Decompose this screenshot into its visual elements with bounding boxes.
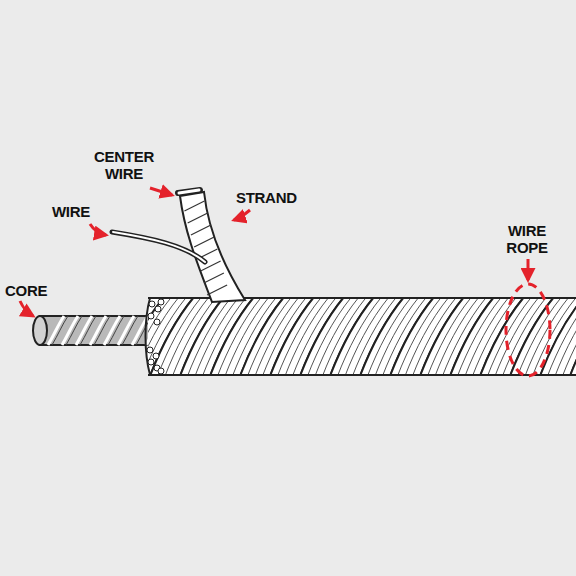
leader-arrows [20, 188, 550, 376]
core-stripe [118, 316, 134, 345]
wire-end [148, 359, 154, 365]
section-ellipse [506, 284, 550, 376]
strand-wire-line [204, 273, 224, 283]
wire-end [158, 299, 164, 305]
rope-end [146, 298, 165, 375]
wire-end [149, 301, 155, 307]
part-label: CORE [5, 282, 47, 299]
leader-arrow [527, 259, 530, 280]
strand-wire-line [207, 285, 227, 295]
strand-wire-line [194, 237, 214, 247]
rope-body [120, 297, 576, 376]
wire-end [147, 347, 153, 353]
part-label: WIRE [52, 203, 90, 220]
leader-arrow [234, 210, 250, 220]
wire-end [155, 306, 161, 312]
strand-wire-line [184, 201, 204, 211]
wire-end [153, 353, 159, 359]
core-stripe [62, 316, 78, 345]
strand-wire-line [548, 297, 576, 376]
strand-wire-line [188, 213, 208, 223]
rope-strand [570, 297, 576, 376]
leader-arrow [150, 188, 172, 195]
core-stripe [48, 316, 64, 345]
rope-strand [540, 297, 576, 376]
core-end [33, 316, 47, 345]
wire-outline [112, 232, 205, 262]
core-stripe [76, 316, 92, 345]
part-label: WIRE ROPE [500, 222, 554, 256]
wire-end [154, 319, 160, 325]
center-wire-outline [178, 190, 200, 193]
leader-arrow [90, 224, 106, 235]
part-label: STRAND [236, 189, 297, 206]
strand-body [180, 192, 245, 302]
center-wire [179, 190, 199, 193]
leader-arrow [20, 301, 33, 316]
strand-wire-line [191, 225, 211, 235]
rope-edge [148, 374, 576, 376]
wire-end [148, 313, 154, 319]
lifted-strand [112, 190, 245, 302]
strand-wire-line [555, 297, 576, 376]
core-stripe [104, 316, 120, 345]
wire-core [113, 232, 205, 262]
strand-twist [184, 201, 227, 295]
wire-end [158, 368, 164, 374]
part-label: CENTER WIRE [86, 148, 162, 182]
core-stripe [90, 316, 106, 345]
